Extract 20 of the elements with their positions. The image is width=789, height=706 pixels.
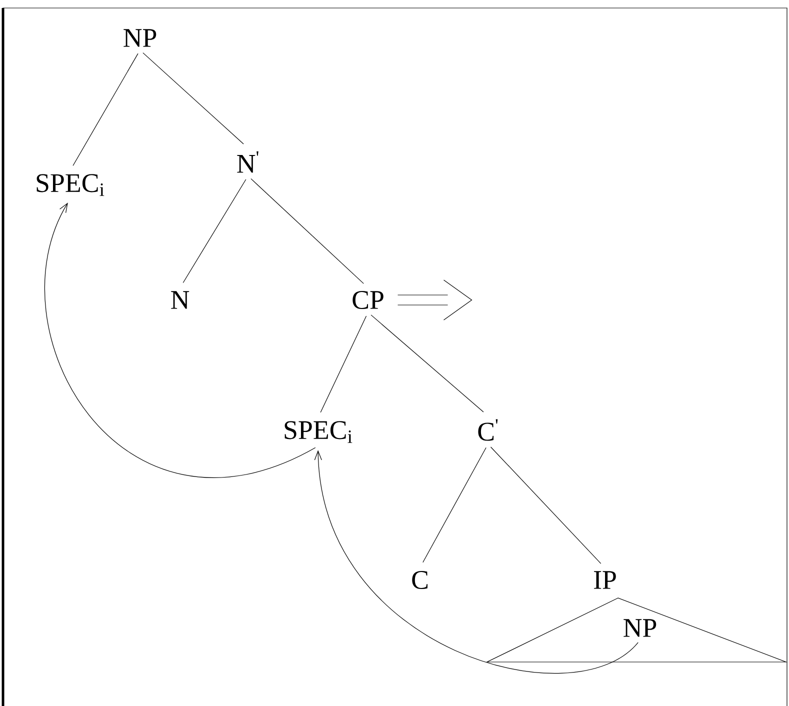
- tree-branch: [182, 179, 246, 284]
- tree-branch: [250, 178, 364, 284]
- category-label: N$^{'}$: [237, 151, 258, 173]
- tree-branch: [320, 316, 367, 413]
- category-label: N: [171, 291, 190, 309]
- category-label: IP: [594, 571, 616, 589]
- tree-branch: [370, 314, 484, 412]
- tree-branch: [142, 52, 244, 144]
- category-label: SPEC$_{i}$: [284, 421, 352, 443]
- tree-branch: [422, 447, 486, 563]
- tree-branch: [72, 53, 138, 166]
- double-arrow: [397, 280, 472, 320]
- tree-branch: [490, 446, 602, 564]
- movement-arrow: [45, 202, 316, 478]
- category-label: SPEC$_{i}$: [36, 174, 104, 196]
- category-label: NP: [124, 29, 156, 47]
- category-label: CP: [352, 290, 384, 310]
- category-label: C: [412, 570, 428, 590]
- movement-arrow: [314, 450, 638, 674]
- category-label: C$^{'}$: [478, 419, 498, 441]
